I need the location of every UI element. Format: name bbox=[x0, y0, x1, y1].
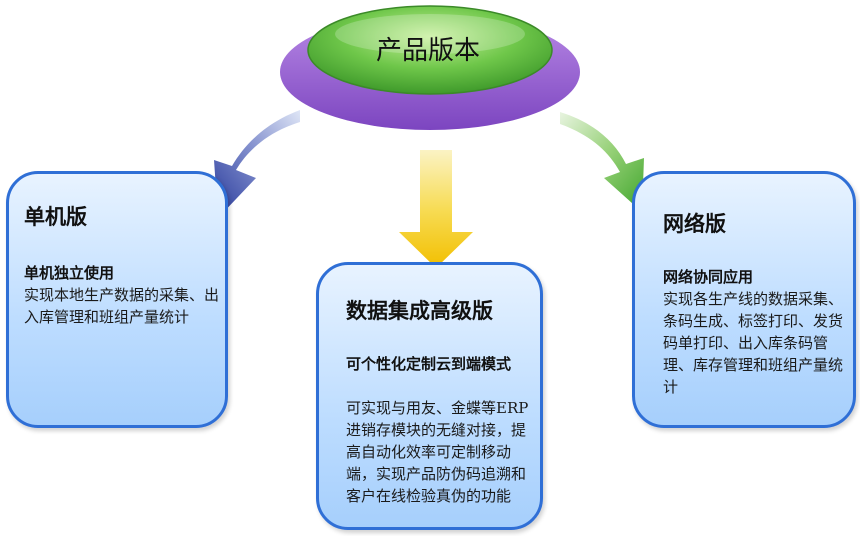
branch-title: 数据集成高级版 bbox=[346, 299, 493, 323]
arrow-left-icon bbox=[214, 110, 300, 218]
branch-subtitle: 可个性化定制云到端模式 bbox=[346, 355, 512, 373]
arrow-right-icon bbox=[560, 112, 644, 212]
branch-subtitle: 单机独立使用 bbox=[24, 264, 115, 282]
arrow-down-icon bbox=[399, 150, 473, 268]
root-ellipse-highlight bbox=[335, 14, 525, 54]
branch-description: 实现本地生产数据的采集、出入库管理和班组产量统计 bbox=[24, 286, 220, 326]
branch-single-version: 单机版 单机独立使用 实现本地生产数据的采集、出入库管理和班组产量统计 bbox=[6, 171, 228, 428]
root-label: 产品版本 bbox=[375, 36, 480, 66]
root-ellipse-top bbox=[307, 5, 553, 95]
branch-data-integration-version: 数据集成高级版 可个性化定制云到端模式 可实现与用友、金蝶等ERP进销存模块的无… bbox=[316, 262, 543, 530]
branch-title: 单机版 bbox=[24, 205, 87, 229]
branch-description: 实现各生产线的数据采集、条码生成、标签打印、发货码单打印、出入库条码管理、库存管… bbox=[663, 290, 844, 396]
branch-network-version: 网络版 网络协同应用 实现各生产线的数据采集、条码生成、标签打印、发货码单打印、… bbox=[632, 171, 856, 428]
branch-subtitle: 网络协同应用 bbox=[663, 268, 754, 286]
branch-title: 网络版 bbox=[663, 212, 726, 236]
branch-description: 可实现与用友、金蝶等ERP进销存模块的无缝对接，提高自动化效率可定制移动端，实现… bbox=[346, 399, 529, 505]
